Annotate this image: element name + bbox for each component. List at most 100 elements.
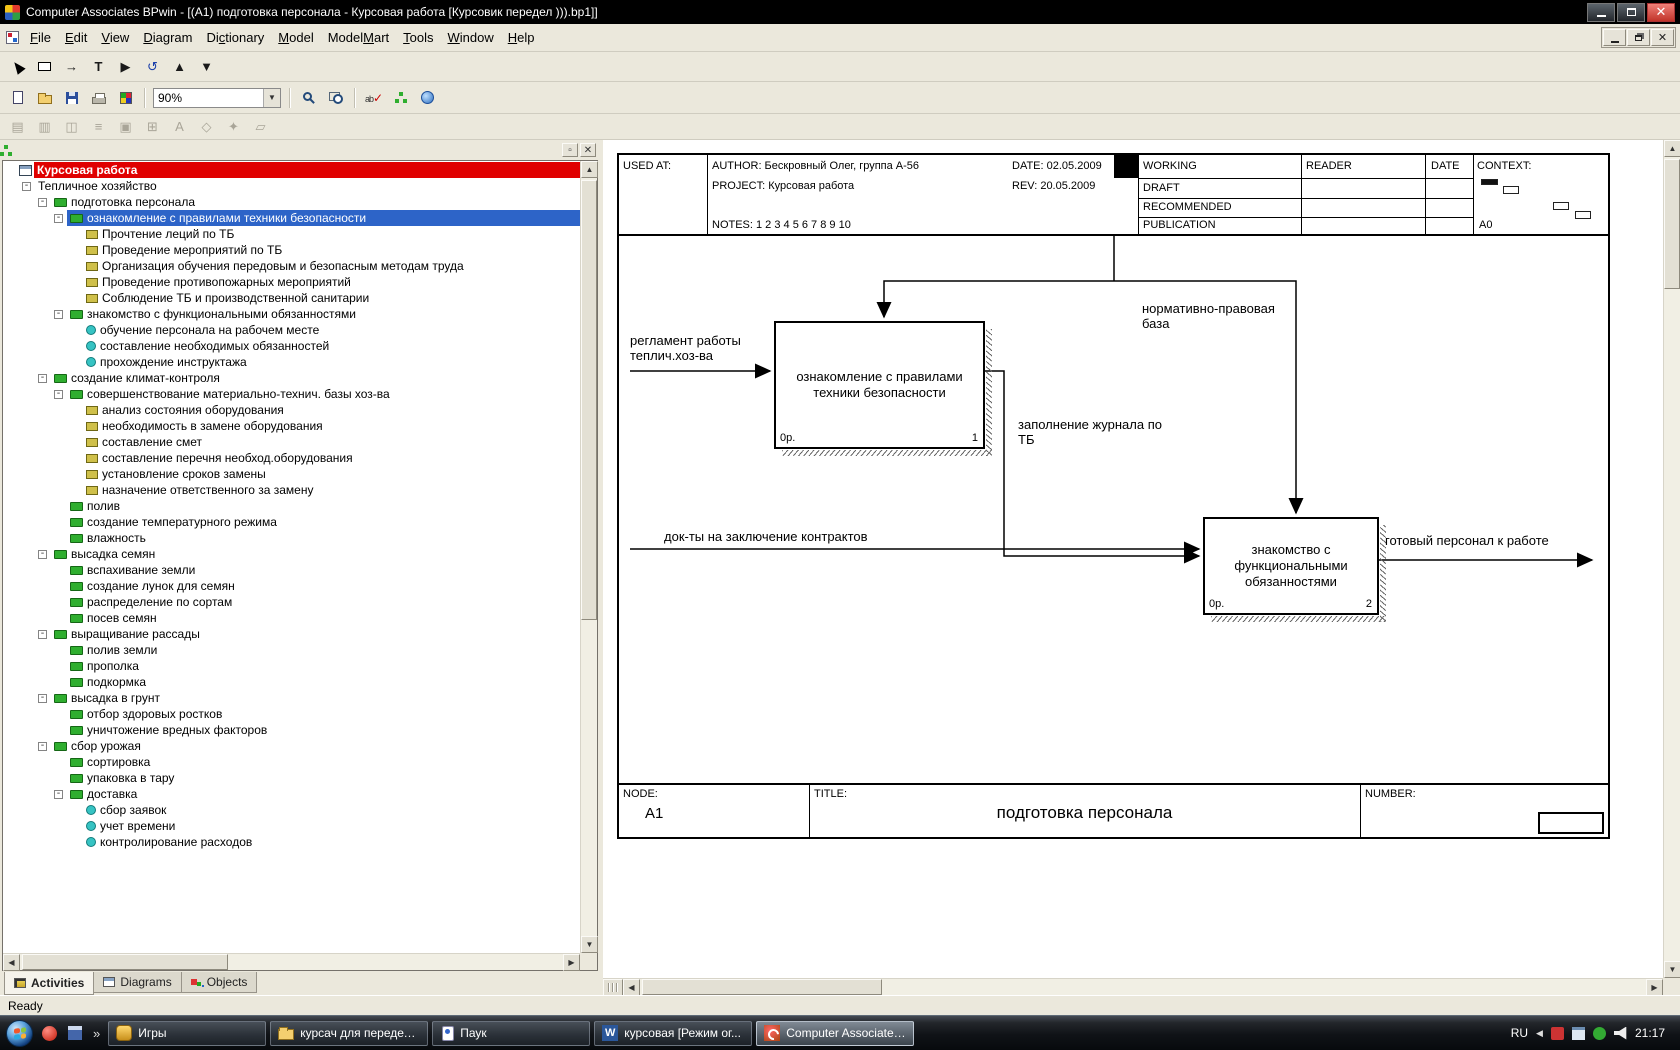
tree-item[interactable]: уничтожение вредных факторов (3, 722, 580, 738)
scroll-down-icon[interactable]: ▼ (1664, 961, 1680, 978)
maximize-button[interactable] (1617, 3, 1645, 22)
tree-item[interactable]: установление сроков замены (3, 466, 580, 482)
pane-pin-button[interactable]: ▫ (562, 143, 578, 157)
tree-item[interactable]: создание температурного режима (3, 514, 580, 530)
tree-item[interactable]: полив земли (3, 642, 580, 658)
scroll-down-icon[interactable]: ▼ (581, 936, 598, 953)
diagram-vertical-scrollbar[interactable]: ▲ ▼ (1663, 140, 1680, 978)
zoom-in-button[interactable] (296, 86, 321, 109)
tree-item[interactable]: -доставка (3, 786, 580, 802)
tree-vertical-scrollbar[interactable]: ▲ ▼ (580, 161, 597, 953)
tree-item[interactable]: подкормка (3, 674, 580, 690)
tree-item[interactable]: составление перечня необход.оборудования (3, 450, 580, 466)
arrow-tool-button[interactable]: → (59, 55, 84, 78)
text-tool-button[interactable]: T (86, 55, 111, 78)
activity-box-1[interactable]: ознакомление с правилами техники безопас… (774, 321, 985, 449)
tray-status-icon[interactable] (1593, 1027, 1606, 1040)
scroll-thumb[interactable] (581, 180, 597, 620)
taskbar-button[interactable]: курсовая [Режим ог... (594, 1021, 752, 1046)
tree-item[interactable]: Организация обучения передовым и безопас… (3, 258, 580, 274)
mdi-restore-button[interactable] (1627, 29, 1650, 46)
scroll-thumb[interactable] (22, 954, 228, 970)
taskbar-button[interactable]: Паук (432, 1021, 590, 1046)
diagram-horizontal-scrollbar[interactable]: ◀ ▶ (603, 978, 1663, 995)
tree-expand-toggle[interactable]: - (38, 198, 47, 207)
new-model-button[interactable] (5, 86, 30, 109)
tree-item[interactable]: -знакомство с функциональными обязанност… (3, 306, 580, 322)
tree-item[interactable]: Прочтение леций по ТБ (3, 226, 580, 242)
tree-item[interactable]: создание лунок для семян (3, 578, 580, 594)
go-to-child-button[interactable]: ▶ (113, 55, 138, 78)
menu-help[interactable]: Help (501, 27, 542, 48)
scroll-left-icon[interactable]: ◀ (3, 954, 20, 971)
tree-item[interactable]: полив (3, 498, 580, 514)
modelmart-button[interactable] (415, 86, 440, 109)
quick-launch-red-app[interactable] (39, 1023, 59, 1043)
arrow-label[interactable]: заполнение журнала по ТБ (1018, 417, 1162, 448)
tab-activities[interactable]: Activities (4, 972, 94, 995)
scroll-thumb[interactable] (1664, 159, 1680, 289)
tab-objects[interactable]: Objects (181, 972, 258, 993)
tree-item[interactable]: назначение ответственного за замену (3, 482, 580, 498)
tree-item[interactable]: -выращивание рассады (3, 626, 580, 642)
start-button[interactable] (6, 1020, 33, 1047)
tree-expand-toggle[interactable]: - (54, 214, 63, 223)
tree-expand-toggle[interactable]: - (54, 790, 63, 799)
tray-display-icon[interactable] (1572, 1027, 1585, 1040)
tree-item[interactable]: анализ состояния оборудования (3, 402, 580, 418)
tree-item[interactable]: посев семян (3, 610, 580, 626)
diagram-canvas[interactable]: USED AT: AUTHOR: Бескровный Олег, группа… (603, 140, 1663, 978)
save-button[interactable] (59, 86, 84, 109)
tree-item[interactable]: -подготовка персонала (3, 194, 580, 210)
tray-volume-icon[interactable] (1614, 1027, 1627, 1040)
pane-close-button[interactable]: ✕ (580, 143, 596, 157)
tree-item[interactable]: Курсовая работа (3, 162, 580, 178)
navigate-up-button[interactable]: ▲ (167, 55, 192, 78)
tree-item[interactable]: отбор здоровых ростков (3, 706, 580, 722)
taskbar-button[interactable]: курсач для передел... (270, 1021, 428, 1046)
tree-item[interactable]: сортировка (3, 754, 580, 770)
tree-item[interactable]: распределение по сортам (3, 594, 580, 610)
print-button[interactable] (86, 86, 111, 109)
navigate-down-button[interactable]: ▼ (194, 55, 219, 78)
close-button[interactable]: ✕ (1647, 3, 1675, 22)
scroll-right-icon[interactable]: ▶ (1646, 979, 1663, 996)
menu-diagram[interactable]: Diagram (136, 27, 199, 48)
scroll-up-icon[interactable]: ▲ (581, 161, 598, 178)
rotate-tool-button[interactable]: ↺ (140, 55, 165, 78)
tree-item[interactable]: упаковка в тару (3, 770, 580, 786)
hide-icons-chevron[interactable]: ◀ (1536, 1028, 1543, 1039)
mdi-close-button[interactable]: ✕ (1651, 29, 1674, 46)
scroll-left-icon[interactable]: ◀ (623, 979, 640, 996)
pane-splitter-grip[interactable] (603, 979, 623, 996)
tree-expand-toggle[interactable]: - (22, 182, 31, 191)
open-model-button[interactable] (32, 86, 57, 109)
tree-item[interactable]: влажность (3, 530, 580, 546)
menu-view[interactable]: View (94, 27, 136, 48)
menu-dictionary[interactable]: Dictionary (199, 27, 271, 48)
activity-box-tool-button[interactable] (32, 55, 57, 78)
tree-expand-toggle[interactable]: - (38, 694, 47, 703)
menu-window[interactable]: Window (441, 27, 501, 48)
taskbar-button[interactable]: Computer Associates... (756, 1021, 914, 1046)
tree-expand-toggle[interactable]: - (38, 742, 47, 751)
arrow-label[interactable]: нормативно-правовая база (1142, 301, 1275, 332)
tree-item[interactable]: -совершенствование материально-технич. б… (3, 386, 580, 402)
quick-launch-overflow-chevron[interactable]: » (91, 1026, 102, 1041)
menu-model[interactable]: Model (271, 27, 320, 48)
tree-item[interactable]: Проведение противопожарных мероприятий (3, 274, 580, 290)
language-indicator[interactable]: RU (1511, 1026, 1528, 1040)
menu-edit[interactable]: Edit (58, 27, 94, 48)
menu-file[interactable]: File (23, 27, 58, 48)
tree-item[interactable]: вспахивание земли (3, 562, 580, 578)
tree-item[interactable]: учет времени (3, 818, 580, 834)
display-colors-button[interactable] (113, 86, 138, 109)
tree-item[interactable]: необходимость в замене оборудования (3, 418, 580, 434)
tray-ca-icon[interactable] (1551, 1027, 1564, 1040)
tree-expand-toggle[interactable]: - (38, 630, 47, 639)
mdi-minimize-button[interactable] (1603, 29, 1626, 46)
chevron-down-icon[interactable]: ▼ (263, 89, 280, 107)
tree-item[interactable]: контролирование расходов (3, 834, 580, 850)
pointer-tool-button[interactable] (5, 55, 30, 78)
tree-expand-toggle[interactable]: - (54, 310, 63, 319)
